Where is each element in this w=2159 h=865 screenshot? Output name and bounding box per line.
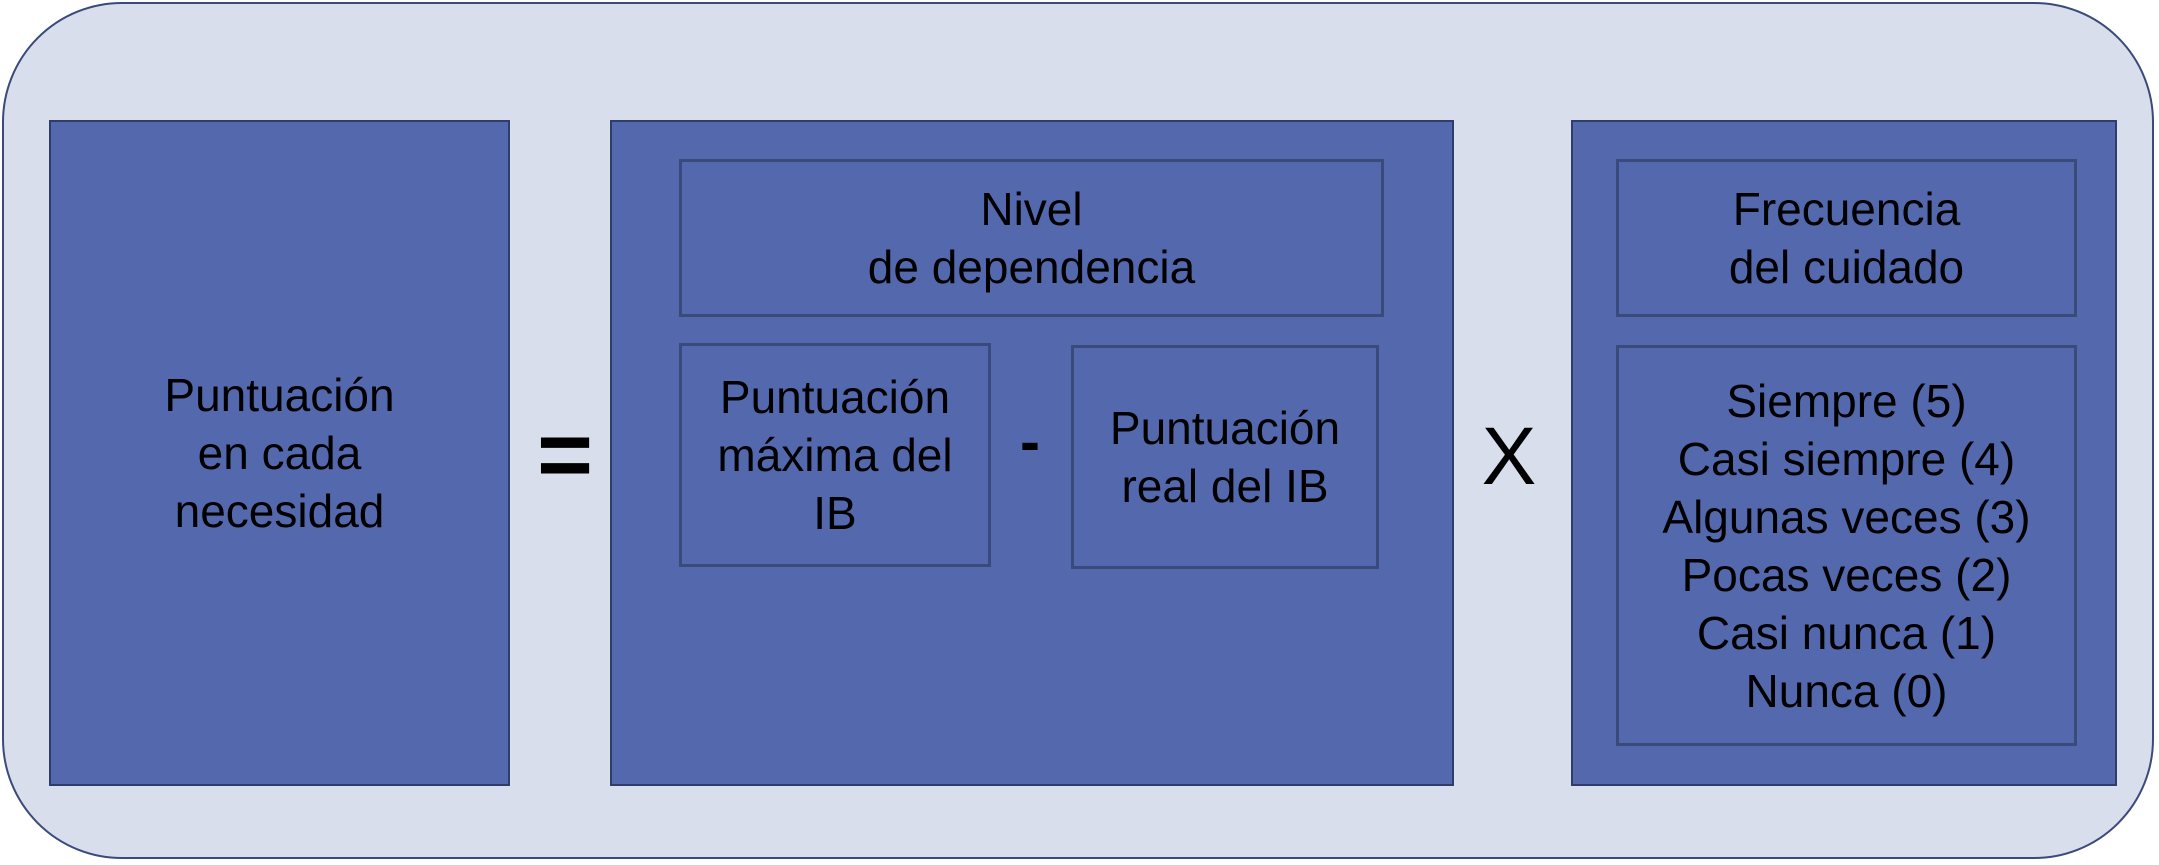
dependency-title: Nivel de dependencia	[867, 183, 1196, 293]
frequency-title-box: Frecuencia del cuidado	[1616, 159, 2077, 317]
frequency-option: Pocas veces (2)	[1681, 548, 2012, 601]
frequency-options-list: Siempre (5) Casi siempre (4) Algunas vec…	[1662, 372, 2030, 720]
frequency-option: Algunas veces (3)	[1662, 490, 2031, 543]
real-score-box: Puntuación real del IB	[1071, 345, 1379, 569]
frequency-option: Siempre (5)	[1726, 374, 1967, 427]
result-label: Puntuación en cada necesidad	[164, 369, 395, 537]
frequency-options-box: Siempre (5) Casi siempre (4) Algunas vec…	[1616, 345, 2077, 746]
equals-operator: =	[536, 401, 594, 508]
max-score-label: Puntuación máxima del IB	[717, 371, 953, 539]
dependency-box: Nivel de dependencia Puntuación máxima d…	[610, 120, 1454, 786]
result-box: Puntuación en cada necesidad	[49, 120, 510, 786]
frequency-title: Frecuencia del cuidado	[1728, 183, 1965, 293]
minus-operator: -	[1020, 408, 1040, 475]
max-score-box: Puntuación máxima del IB	[679, 343, 991, 567]
real-score-label: Puntuación real del IB	[1109, 402, 1341, 512]
frequency-box: Frecuencia del cuidado Siempre (5) Casi …	[1571, 120, 2117, 786]
dependency-title-box: Nivel de dependencia	[679, 159, 1384, 317]
times-operator: X	[1481, 411, 1537, 502]
frequency-option: Casi siempre (4)	[1677, 432, 2016, 485]
frequency-option: Casi nunca (1)	[1696, 606, 1997, 659]
frequency-option: Nunca (0)	[1745, 664, 1948, 717]
